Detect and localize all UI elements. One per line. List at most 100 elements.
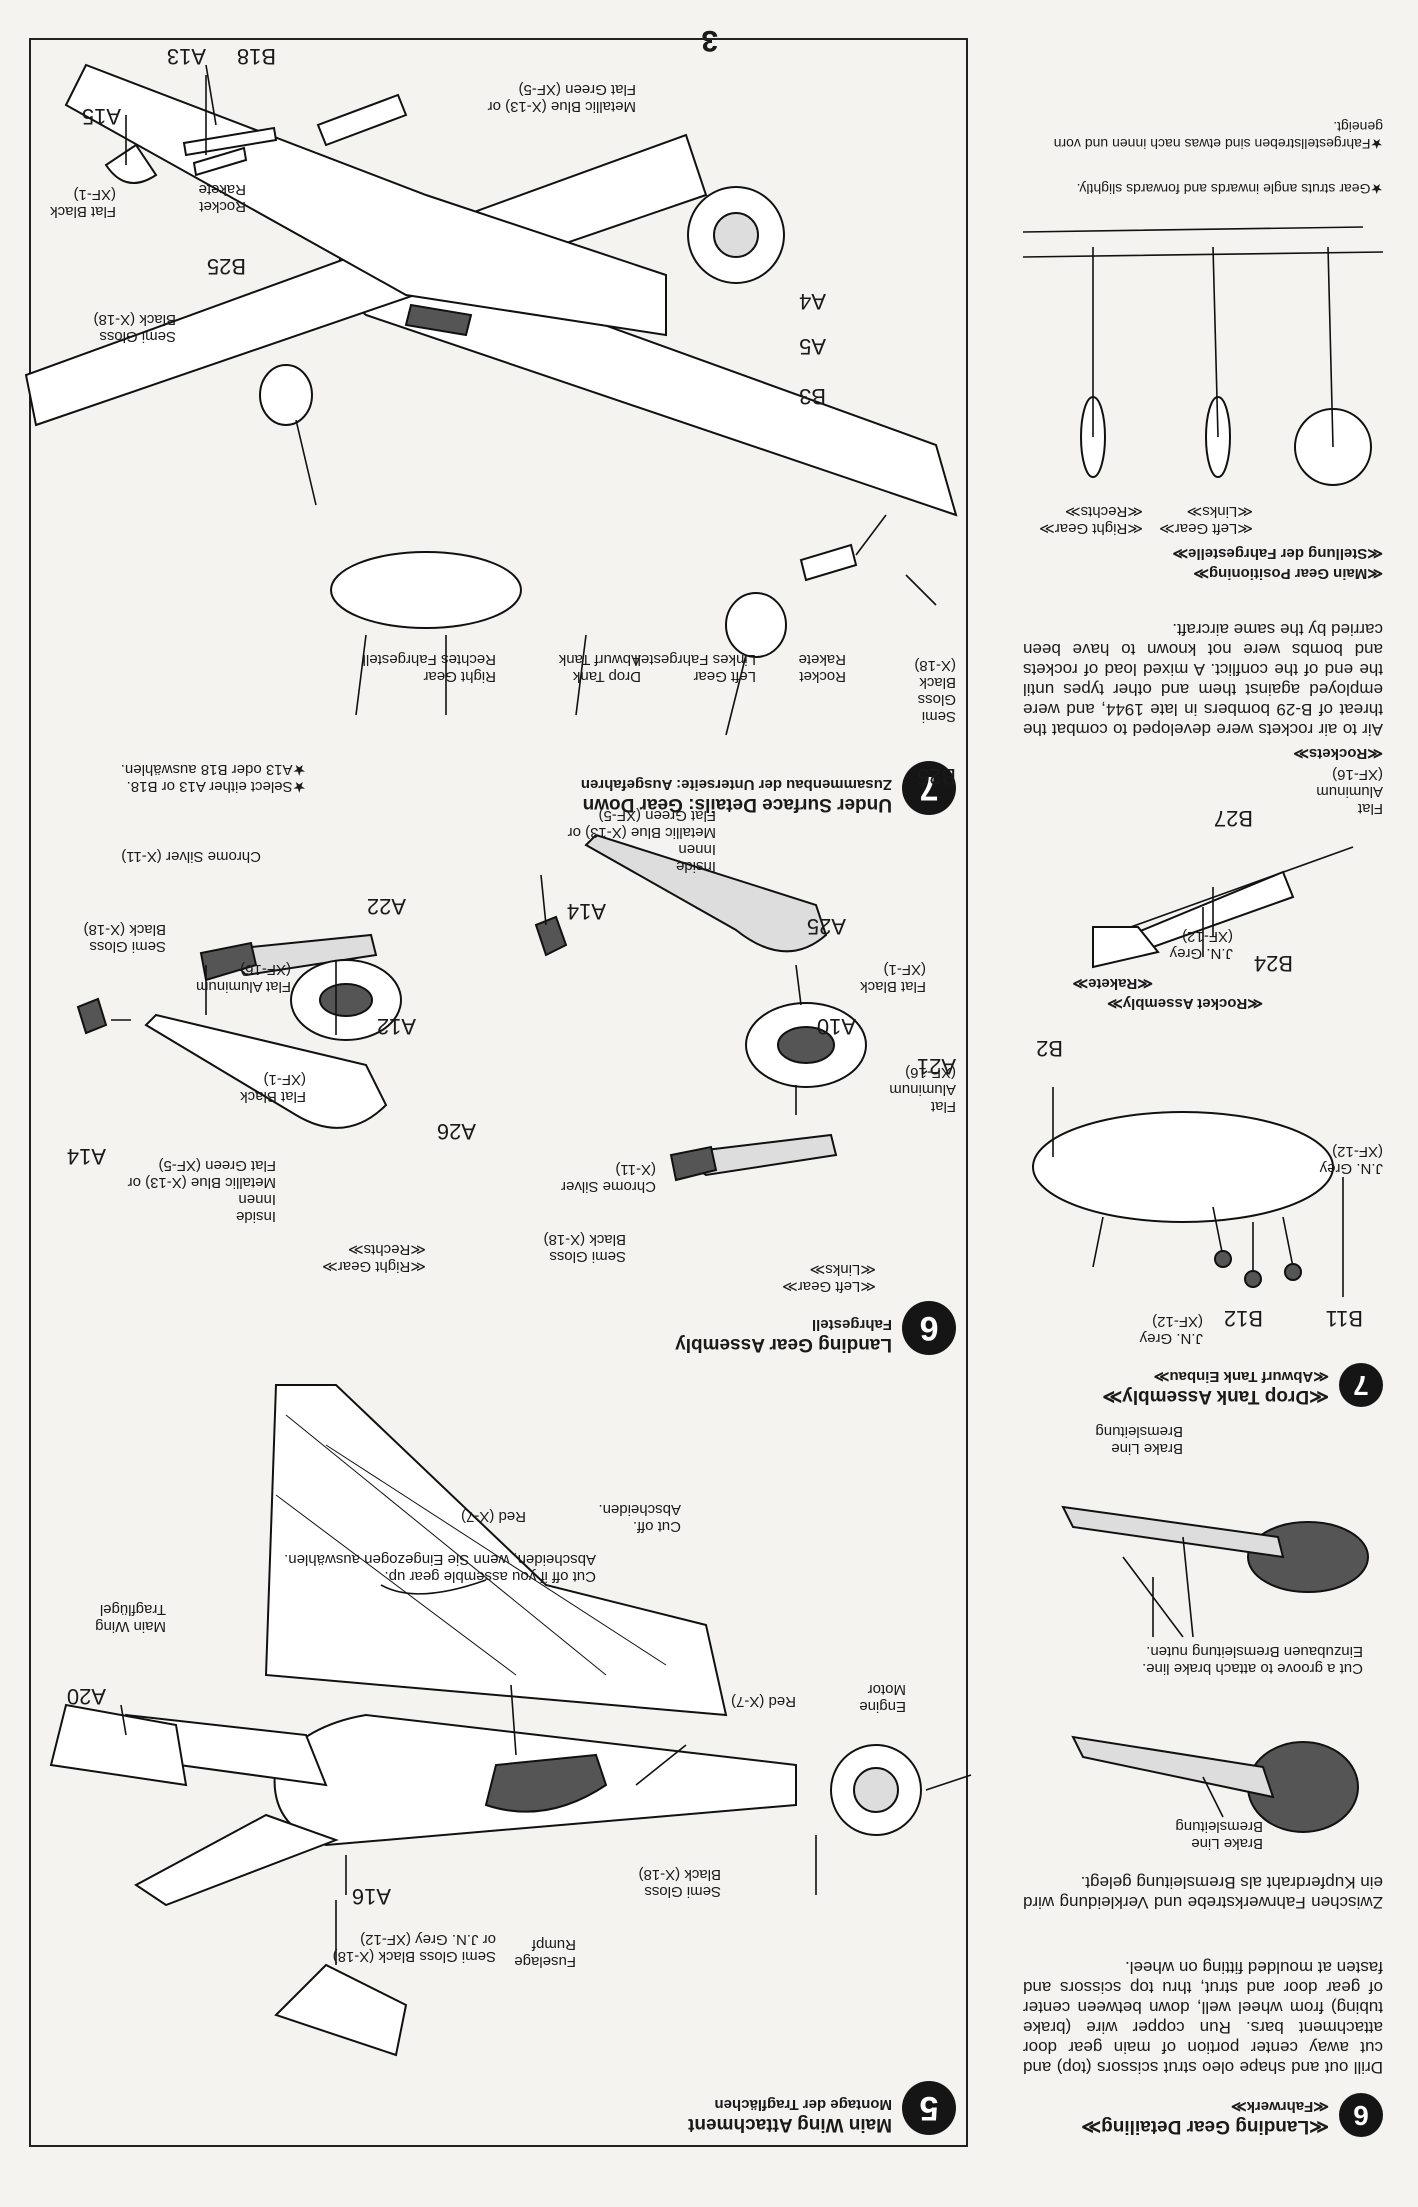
- step7-title: Under Surface Details: Gear Down: [582, 794, 892, 815]
- fuselage-underside: [64, 63, 667, 337]
- main-instruction-panel: 5 Main Wing Attachment Montage der Tragf…: [24, 38, 972, 2147]
- drop-tank: [330, 551, 522, 629]
- positioning-subtitle: ≪Stellung der Fahrgestelle≫: [1172, 545, 1383, 562]
- label-flat-al-left: Flat Aluminum (XF-16): [889, 1064, 956, 1115]
- step6-subtitle: Fahrgestell: [811, 1316, 892, 1333]
- label-inside-left: Inside Innen Metallic Blue (X-13) or Fla…: [567, 807, 716, 875]
- label-a13: A13: [166, 44, 206, 69]
- positioning-wing-line: [1022, 226, 1384, 258]
- label-metallic-blue: Metallic Blue (X-13) or Flat Green (XF-5…: [487, 81, 636, 115]
- drop-tank-grey-2: J.N. Grey (XF-12): [1319, 1143, 1383, 1177]
- label-b3: B3: [799, 384, 826, 409]
- brake-line-label-2: Brake Line Bremsleitung: [1095, 1423, 1183, 1457]
- part-a14-left: [534, 915, 568, 957]
- label-a14-right: A14: [66, 1144, 106, 1169]
- gear-detail-text-en: Drill out and shape oleo strut scissors …: [1023, 1958, 1383, 2077]
- drop-tank-title: ≪Drop Tank Assembly≫: [1102, 1386, 1329, 1407]
- step6-leader-lines: [111, 874, 802, 1115]
- part-a14-right: [76, 997, 108, 1035]
- label-b18: B18: [236, 44, 276, 69]
- label-fuselage: Fuselage Rumpf: [514, 1936, 576, 1970]
- step6-left-gear-caption: ≪Left Gear≫ ≪Links≫: [782, 1261, 876, 1295]
- gear-detail-drawing: [1061, 1505, 1369, 1833]
- label-red-1: Red (X-7): [730, 1693, 796, 1710]
- label-flat-black-a15: Flat Black (XF-1): [50, 186, 116, 220]
- rockets-note-title: ≪Rockets≫: [1293, 745, 1383, 762]
- label-sgb-left: Semi Gloss Black (X-18): [543, 1231, 626, 1265]
- label-flat-al-right: Flat Aluminum (XF-16): [195, 961, 291, 995]
- gear-detail-header: 6 ≪Landing Gear Detailing≫ ≪Fahrwerk≫: [1081, 2093, 1383, 2137]
- wing-panel-lines: [275, 1414, 667, 1676]
- drop-tank-grey-1: J.N. Grey (XF-12): [1139, 1313, 1203, 1347]
- label-b2: B2: [1036, 1036, 1063, 1061]
- label-cut-off: Cut off if you assemble gear up. Abschei…: [284, 1551, 596, 1585]
- part-a15: [104, 143, 158, 184]
- drop-tank-leader-lines: [1052, 1087, 1344, 1297]
- rocket-title: ≪Rocket Assembly≫: [1107, 995, 1263, 1012]
- propeller-shaft: [925, 1774, 972, 1791]
- step7-header: 7 Under Surface Details: Gear Down Zusam…: [581, 761, 956, 815]
- left-gear-wheel: [725, 592, 787, 658]
- label-flat-black-left: Flat Black (XF-1): [860, 961, 926, 995]
- positioning-left-caption: ≪Left Gear≫ ≪Links≫: [1159, 503, 1253, 537]
- label-sgb-x18: Semi Gloss Black (X-18): [914, 657, 956, 725]
- label-inside-right: Inside Innen Metallic Blue (X-13) or Fla…: [127, 1157, 276, 1225]
- label-a12: A12: [376, 1014, 416, 1039]
- part-b18: [182, 126, 278, 157]
- step5-leader-lines-2: [635, 1744, 817, 1895]
- label-a14-left: A14: [566, 899, 606, 924]
- label-b27: B27: [1213, 806, 1253, 831]
- positioning-title: ≪Main Gear Positioning≫: [1193, 565, 1383, 582]
- label-main-wing: Main Wing Tragflügel: [95, 1601, 166, 1635]
- step7-subtitle: Zusammenbau der Unterseite: Ausgefahren: [580, 776, 892, 793]
- positioning-drawing: [1022, 226, 1384, 486]
- label-b25-left: B25: [916, 764, 956, 789]
- label-a26: A26: [436, 1119, 476, 1144]
- drop-tank-subtitle: ≪Abwurf Tank Einbau≫: [1153, 1368, 1329, 1385]
- wing-underside-lower: [24, 133, 708, 427]
- rocket-rail-b24: [1102, 846, 1354, 938]
- step5-drawing: [49, 1384, 972, 2057]
- rocket-flat-al-label: Flat Aluminum (XF-16): [1316, 766, 1383, 817]
- step5-leader-lines: [120, 1684, 517, 1965]
- tail-fin: [134, 1813, 339, 1907]
- label-b25-right: B25: [206, 254, 246, 279]
- label-a25: A25: [806, 914, 846, 939]
- rocket-drawing: [1092, 846, 1354, 969]
- positioning-note-en: ★Gear struts angle inwards and forwards …: [1076, 181, 1383, 197]
- label-engine: Engine Motor: [859, 1681, 906, 1715]
- label-flat-black-right: Flat Black (XF-1): [240, 1071, 306, 1105]
- label-left-gear: Left Gear Linkes Fahrgestell: [634, 651, 756, 685]
- part-a20: [49, 1703, 188, 1787]
- label-b12: B12: [1223, 1306, 1263, 1331]
- sidebar: 6 ≪Landing Gear Detailing≫ ≪Fahrwerk≫ Dr…: [1018, 47, 1384, 2137]
- label-sgb-2: Semi Gloss Black (X-18): [93, 311, 176, 345]
- drop-tank-header: 7 ≪Drop Tank Assembly≫ ≪Abwurf Tank Einb…: [1102, 1363, 1383, 1407]
- step6-drawing: [76, 833, 867, 1182]
- step6-header: 6 Landing Gear Assembly Fahrgestell: [675, 1301, 956, 1355]
- label-fuselage-color: Semi Gloss Black (X-18) or J.N. Grey (XF…: [332, 1931, 496, 1965]
- gear-detail-subtitle: ≪Fahrwerk≫: [1230, 2098, 1329, 2115]
- step7-note: ★Select either A13 or B18. ★A13 oder B18…: [120, 761, 306, 795]
- label-a16: A16: [351, 1884, 391, 1909]
- wheel-well-detail: [404, 303, 473, 337]
- label-b11: B11: [1325, 1306, 1363, 1331]
- label-rocket-2: Rocket Rakete: [198, 181, 246, 215]
- step7-leader-lines: [125, 64, 937, 716]
- drop-tank-number-badge: 7: [1339, 1363, 1383, 1407]
- gear-detail-title: ≪Landing Gear Detailing≫: [1081, 2116, 1329, 2137]
- cut-groove-label: Cut a groove to attach brake line. Einzu…: [1142, 1643, 1363, 1677]
- step6-title: Landing Gear Assembly: [675, 1334, 892, 1355]
- part-a16: [274, 1963, 408, 2057]
- cockpit-detail: [484, 1753, 608, 1813]
- label-rocket: Rocket Rakete: [798, 651, 846, 685]
- label-chrome-right: Chrome Silver (X-11): [121, 848, 261, 865]
- gear-detail-number-badge: 6: [1339, 2093, 1383, 2137]
- label-chrome-left: Chrome Silver (X-11): [560, 1161, 656, 1195]
- label-a22: A22: [366, 894, 406, 919]
- label-a10: A10: [816, 1014, 856, 1039]
- label-drop-tank: Drop Tank Abwurf Tank: [558, 651, 641, 685]
- step6-number-badge: 6: [902, 1301, 956, 1355]
- brake-line-label-1: Brake Line Bremsleitung: [1175, 1818, 1263, 1852]
